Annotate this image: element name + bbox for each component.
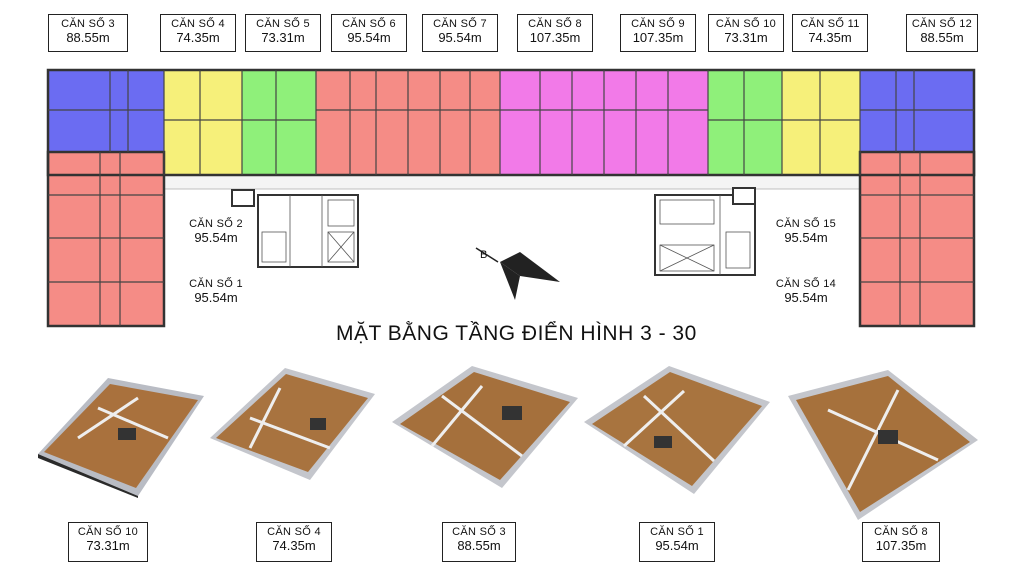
label-unit-1: CĂN SỐ 1 95.54m	[182, 275, 250, 313]
unit-area: 107.35m	[875, 537, 927, 553]
unit-name: CĂN SỐ 9	[631, 18, 685, 30]
floor-plan: B	[46, 68, 976, 328]
unit-area: 74.35m	[176, 29, 220, 45]
unit-area: 95.54m	[347, 29, 391, 45]
unit-9-block	[604, 70, 708, 175]
label-render-unit-1: CĂN SỐ 1 95.54m	[639, 522, 715, 562]
label-unit-8: CĂN SỐ 8 107.35m	[517, 14, 593, 52]
unit-name: CĂN SỐ 11	[800, 18, 860, 30]
render-unit-8	[788, 370, 978, 520]
label-unit-14: CĂN SỐ 14 95.54m	[773, 275, 839, 313]
render-unit-3	[392, 366, 578, 488]
label-unit-3: CĂN SỐ 3 88.55m	[48, 14, 128, 52]
unit-area: 95.54m	[194, 289, 238, 305]
render-unit-4	[210, 368, 375, 480]
unit-name: CĂN SỐ 10	[715, 18, 777, 30]
unit-name: CĂN SỐ 6	[342, 18, 396, 30]
unit-name: CĂN SỐ 4	[171, 18, 225, 30]
unit-11-block	[782, 70, 860, 175]
unit-area: 95.54m	[655, 537, 699, 553]
unit-area: 73.31m	[86, 537, 130, 553]
unit-area: 88.55m	[66, 29, 110, 45]
unit-area: 74.35m	[272, 537, 316, 553]
unit-5-block	[242, 70, 316, 175]
unit-area: 95.54m	[438, 29, 482, 45]
compass-icon: B	[475, 247, 560, 300]
unit-area: 74.35m	[808, 29, 852, 45]
unit-name: CĂN SỐ 5	[256, 18, 310, 30]
render-unit-10	[38, 378, 204, 498]
label-render-unit-4: CĂN SỐ 4 74.35m	[256, 522, 332, 562]
unit-name: CĂN SỐ 1	[650, 526, 704, 538]
label-unit-2: CĂN SỐ 2 95.54m	[182, 215, 250, 253]
label-unit-7: CĂN SỐ 7 95.54m	[422, 14, 498, 52]
corridor	[163, 174, 861, 190]
core-right	[654, 187, 756, 276]
label-unit-10: CĂN SỐ 10 73.31m	[708, 14, 784, 52]
label-unit-11: CĂN SỐ 11 74.35m	[792, 14, 868, 52]
unit-area: 107.35m	[632, 29, 684, 45]
label-render-unit-10: CĂN SỐ 10 73.31m	[68, 522, 148, 562]
compass-label: B	[480, 249, 487, 261]
page-title: MẶT BẰNG TẦNG ĐIỂN HÌNH 3 - 30	[336, 322, 697, 345]
label-unit-5: CĂN SỐ 5 73.31m	[245, 14, 321, 52]
unit-10-block	[708, 70, 782, 175]
unit-7-block	[408, 70, 500, 175]
unit-name: CĂN SỐ 3	[61, 18, 115, 30]
unit-name: CĂN SỐ 4	[267, 526, 321, 538]
core-left	[231, 189, 359, 268]
unit-area: 88.55m	[920, 29, 964, 45]
render-unit-1	[584, 366, 770, 494]
unit-name: CĂN SỐ 8	[528, 18, 582, 30]
unit-area: 73.31m	[261, 29, 305, 45]
unit-area: 88.55m	[457, 537, 501, 553]
unit-name: CĂN SỐ 2	[189, 218, 243, 230]
unit-area: 95.54m	[784, 229, 828, 245]
label-unit-6: CĂN SỐ 6 95.54m	[331, 14, 407, 52]
unit-8-block	[500, 70, 604, 175]
unit-area: 73.31m	[724, 29, 768, 45]
label-unit-9: CĂN SỐ 9 107.35m	[620, 14, 696, 52]
unit-name: CĂN SỐ 12	[911, 18, 973, 30]
label-unit-15: CĂN SỐ 15 95.54m	[773, 215, 839, 253]
unit-name: CĂN SỐ 7	[433, 18, 487, 30]
unit-name: CĂN SỐ 10	[77, 526, 139, 538]
unit-area: 107.35m	[529, 29, 581, 45]
unit-12-block	[860, 70, 974, 152]
unit-3-block	[48, 70, 164, 152]
unit-name: CĂN SỐ 3	[452, 526, 506, 538]
unit-area: 95.54m	[194, 229, 238, 245]
unit-name: CĂN SỐ 14	[775, 278, 837, 290]
unit-6-block	[316, 70, 408, 175]
label-unit-12: CĂN SỐ 12 88.55m	[906, 14, 978, 52]
unit-name: CĂN SỐ 15	[775, 218, 837, 230]
unit-name: CĂN SỐ 8	[874, 526, 928, 538]
unit-name: CĂN SỐ 1	[189, 278, 243, 290]
unit-4-block	[164, 70, 242, 175]
unit-area: 95.54m	[784, 289, 828, 305]
label-render-unit-8: CĂN SỐ 8 107.35m	[862, 522, 940, 562]
label-render-unit-3: CĂN SỐ 3 88.55m	[442, 522, 516, 562]
label-unit-4: CĂN SỐ 4 74.35m	[160, 14, 236, 52]
